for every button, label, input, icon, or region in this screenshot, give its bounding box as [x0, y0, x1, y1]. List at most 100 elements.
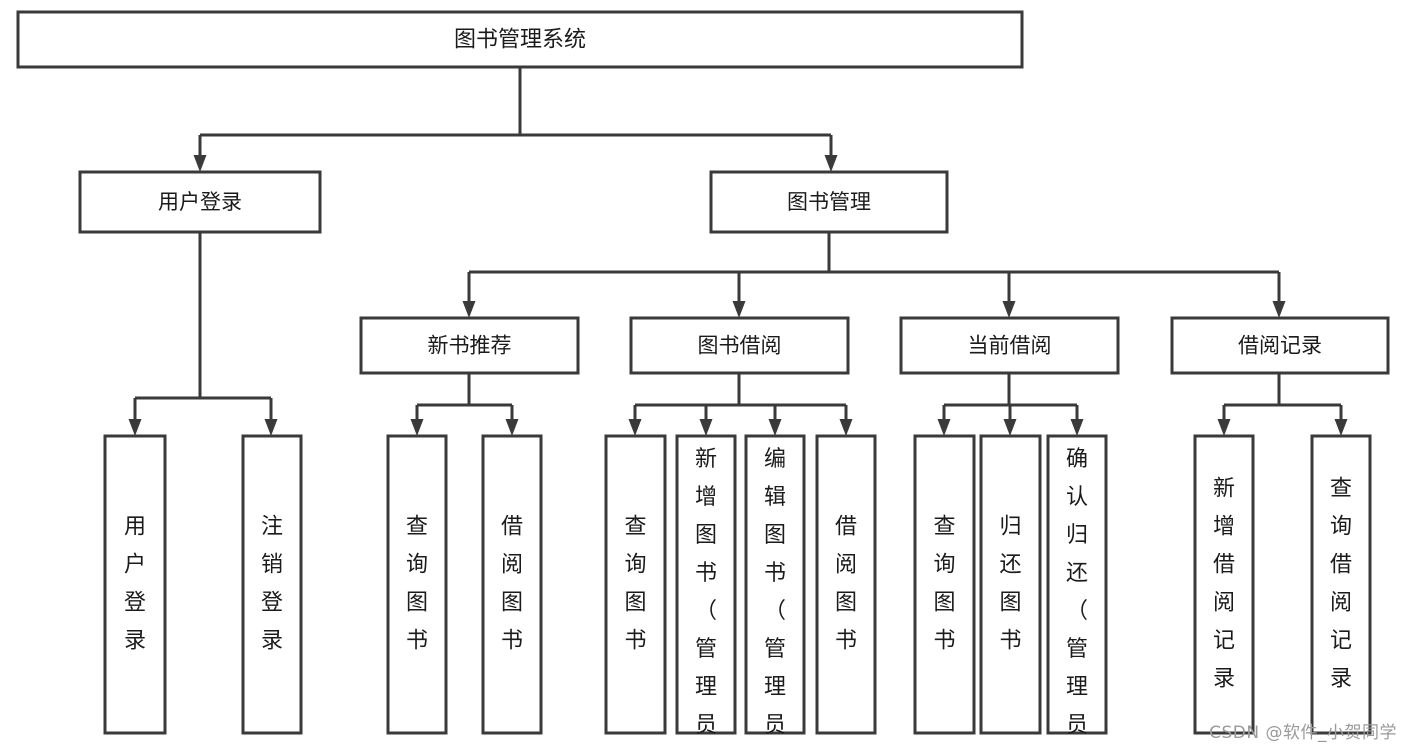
node-label-char: 理	[764, 675, 786, 700]
node-label-char: 还	[999, 553, 1021, 578]
connector-edge-borrowrecord-bus	[1217, 373, 1348, 436]
node-label-char: 管	[695, 637, 717, 662]
node-label: 用户登录	[158, 190, 242, 214]
node-box[interactable]	[103, 434, 167, 735]
node-box[interactable]	[744, 434, 806, 735]
node-label-char: 注	[261, 515, 283, 540]
arrow-head-icon	[628, 419, 642, 436]
node-label-char: 理	[1066, 675, 1088, 700]
node-label-char: 图	[406, 591, 428, 616]
node-box[interactable]	[1046, 434, 1108, 735]
node-new-book-recommend[interactable]: 新书推荐	[359, 316, 580, 375]
node-box[interactable]	[899, 316, 1120, 375]
node-box[interactable]	[709, 170, 949, 234]
node-label-char: 书	[501, 629, 523, 654]
node-label-char: 询	[1330, 515, 1352, 540]
connector-edge-recommend-bus	[410, 373, 519, 436]
connector-edge-currentborrow-bus	[937, 373, 1084, 436]
node-label-char: 录	[1213, 667, 1235, 692]
node-label-char: 销	[261, 553, 283, 578]
arrow-head-icon	[699, 419, 713, 436]
node-label-char: 书	[406, 629, 428, 654]
node-label-char: 查	[406, 515, 428, 540]
node-label-char: 编	[764, 447, 786, 472]
node-box[interactable]	[1193, 434, 1255, 735]
node-label-char: 图	[764, 523, 786, 548]
connector-edge-bookborrow-bus	[628, 373, 853, 436]
node-label-char: 阅	[501, 553, 523, 578]
node-box[interactable]	[1170, 316, 1390, 375]
node-label-char: 确	[1066, 447, 1088, 472]
node-box[interactable]	[16, 10, 1024, 69]
arrow-head-icon	[505, 419, 519, 436]
node-box[interactable]	[815, 434, 877, 735]
node-label-char: 图	[695, 523, 717, 548]
node-label-char: 图	[501, 591, 523, 616]
node-label-char: 查	[933, 515, 955, 540]
node-label-char: 阅	[1213, 591, 1235, 616]
node-label-char: 员	[1066, 713, 1088, 738]
node-label-char: 询	[406, 553, 428, 578]
node-box[interactable]	[675, 434, 737, 735]
node-label-char: 阅	[1330, 591, 1352, 616]
arrow-head-icon	[839, 419, 853, 436]
node-label-char: 借	[501, 515, 523, 540]
node-label-char: 借	[1213, 553, 1235, 578]
node-box[interactable]	[604, 434, 667, 735]
node-box[interactable]	[913, 434, 976, 735]
node-box[interactable]	[78, 170, 322, 234]
node-label: 当前借阅	[968, 334, 1052, 358]
arrow-head-icon	[193, 155, 207, 172]
node-box[interactable]	[481, 434, 543, 735]
arrow-head-icon	[1070, 419, 1084, 436]
node-borrow-record[interactable]: 借阅记录	[1170, 316, 1390, 375]
connector-edge-bookmanage-bus	[462, 232, 1286, 318]
node-book-manage[interactable]: 图书管理	[709, 170, 949, 234]
arrow-head-icon	[824, 155, 838, 172]
node-layer: 图书管理系统用户登录图书管理新书推荐图书借阅当前借阅借阅记录用户登录注销登录查询…	[16, 10, 1390, 747]
node-box[interactable]	[359, 316, 580, 375]
node-user-login[interactable]: 用户登录	[78, 170, 322, 234]
node-label-char: 查	[624, 515, 646, 540]
node-label-char: 阅	[835, 553, 857, 578]
node-label-char: 归	[999, 515, 1021, 540]
arrow-head-icon	[462, 301, 476, 318]
arrow-head-icon	[264, 419, 278, 436]
node-label-char: 登	[261, 591, 283, 616]
node-box[interactable]	[386, 434, 448, 735]
node-book-borrow[interactable]: 图书借阅	[629, 316, 850, 375]
arrow-head-icon	[1217, 419, 1231, 436]
node-box[interactable]	[629, 316, 850, 375]
node-label-char: 图	[933, 591, 955, 616]
node-leaf-user-login[interactable]: 用户登录	[103, 434, 167, 735]
node-label: 借阅记录	[1238, 334, 1322, 358]
node-label-char: 书	[999, 629, 1021, 654]
node-label: 图书借阅	[698, 334, 782, 358]
node-label-char: 书	[933, 629, 955, 654]
node-label-char: 图	[835, 591, 857, 616]
node-box[interactable]	[979, 434, 1042, 735]
node-box[interactable]	[241, 434, 303, 735]
node-label-char: 户	[124, 553, 146, 578]
arrow-head-icon	[1003, 419, 1017, 436]
node-current-borrow[interactable]: 当前借阅	[899, 316, 1120, 375]
node-label-char: 理	[695, 675, 717, 700]
arrow-head-icon	[768, 419, 782, 436]
node-label-char: 用	[124, 515, 146, 540]
arrow-head-icon	[128, 419, 142, 436]
node-root[interactable]: 图书管理系统	[16, 10, 1024, 69]
node-box[interactable]	[1310, 434, 1372, 735]
